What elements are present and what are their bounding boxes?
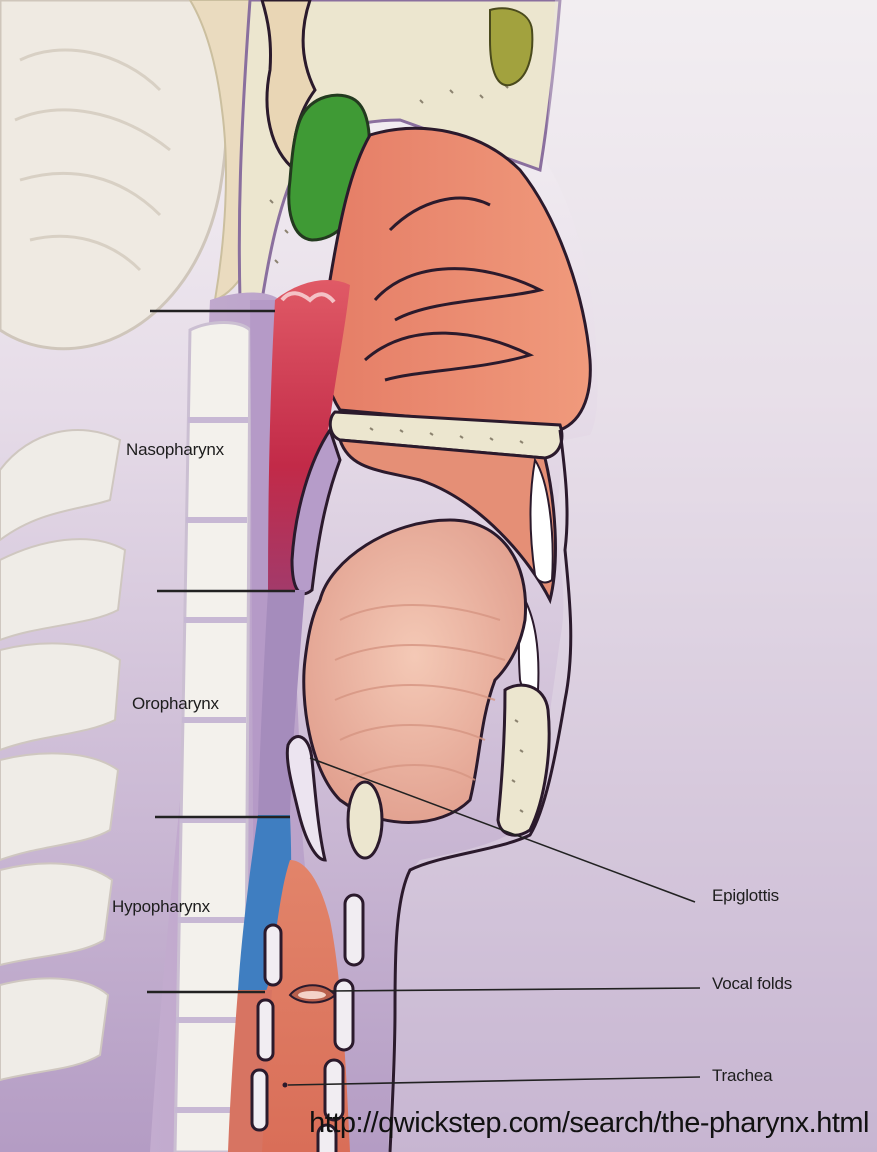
vocal-folds-label: Vocal folds <box>712 974 792 994</box>
hypopharynx-label: Hypopharynx <box>112 897 210 917</box>
trachea-marker <box>283 1083 288 1088</box>
trachea-label: Trachea <box>712 1066 772 1086</box>
hyoid-bone <box>348 782 382 858</box>
epiglottis-label: Epiglottis <box>712 886 779 906</box>
nasopharynx-label: Nasopharynx <box>126 440 224 460</box>
oropharynx-label: Oropharynx <box>132 694 219 714</box>
vocal-fold-glottis <box>298 991 326 999</box>
source-url-watermark: http://qwickstep.com/search/the-pharynx.… <box>309 1107 869 1140</box>
